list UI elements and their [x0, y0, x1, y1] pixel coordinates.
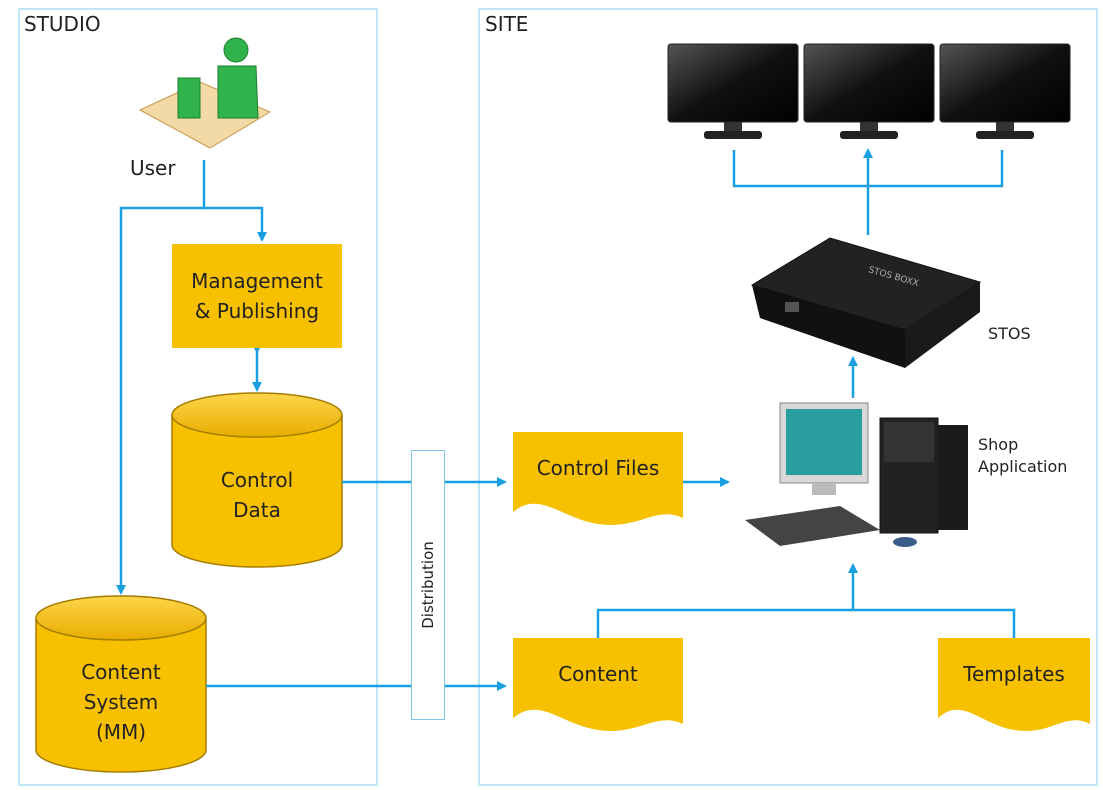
content-document [513, 638, 683, 731]
monitor-2-icon [803, 43, 935, 139]
site-panel [478, 8, 1098, 786]
control-data-label: Control Data [220, 468, 294, 522]
management-publishing-node: Management & Publishing [172, 244, 342, 348]
studio-title: STUDIO [24, 12, 101, 36]
content-system-cylinder [35, 595, 207, 773]
control-files-document [513, 432, 683, 525]
monitor-3-icon [939, 43, 1071, 139]
user-to-management-arrow [202, 160, 267, 242]
templates-label: Templates [963, 662, 1065, 686]
stos-label: STOS [988, 324, 1031, 343]
user-to-content-system-arrow [116, 206, 204, 595]
shop-application-label: Shop Application [978, 435, 1068, 476]
studio-panel [18, 8, 378, 786]
control-files-label: Control Files [536, 456, 660, 480]
templates-document [938, 638, 1090, 731]
content-label: Content [558, 662, 638, 686]
shop-computer-icon [745, 402, 968, 547]
management-publishing-label: Management & Publishing [191, 269, 323, 323]
content-templates-to-pc-arrow [596, 565, 1016, 638]
control-data-cylinder [171, 392, 343, 568]
site-title: SITE [485, 12, 529, 36]
distribution-label: Distribution [419, 541, 437, 629]
distribution-node: Distribution [411, 450, 445, 720]
monitor-1-icon [667, 43, 799, 139]
content-system-label: Content System (MM) [81, 660, 161, 744]
stos-to-monitors-arrow [732, 150, 1004, 235]
stos-device-icon: STOS BOXX [750, 237, 982, 368]
user-label: User [130, 156, 176, 180]
user-workstation-icon [138, 37, 272, 149]
